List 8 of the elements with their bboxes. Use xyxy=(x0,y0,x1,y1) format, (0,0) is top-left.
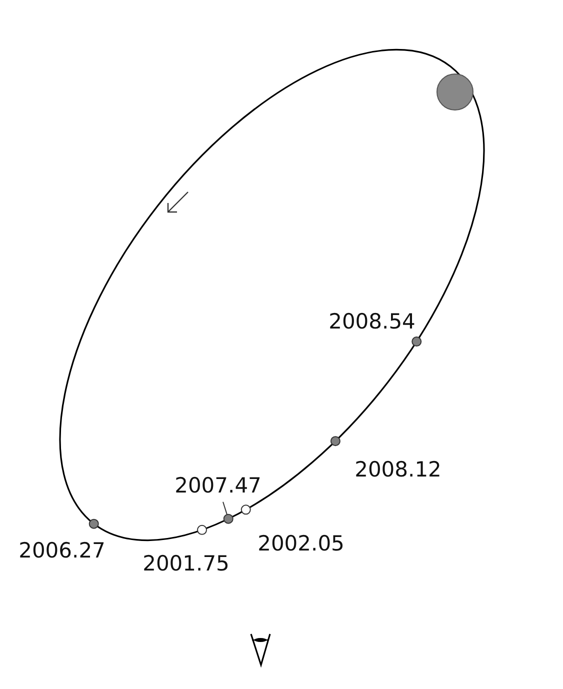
leader-line xyxy=(222,501,228,516)
date-label: 2006.27 xyxy=(18,540,106,562)
date-label: 2007.47 xyxy=(174,476,262,496)
orbit-point xyxy=(223,514,234,524)
date-label: 2008.12 xyxy=(354,460,442,480)
date-label: 2008.54 xyxy=(328,312,416,332)
date-label: 2002.05 xyxy=(258,534,344,554)
date-label: 2001.75 xyxy=(142,554,230,574)
